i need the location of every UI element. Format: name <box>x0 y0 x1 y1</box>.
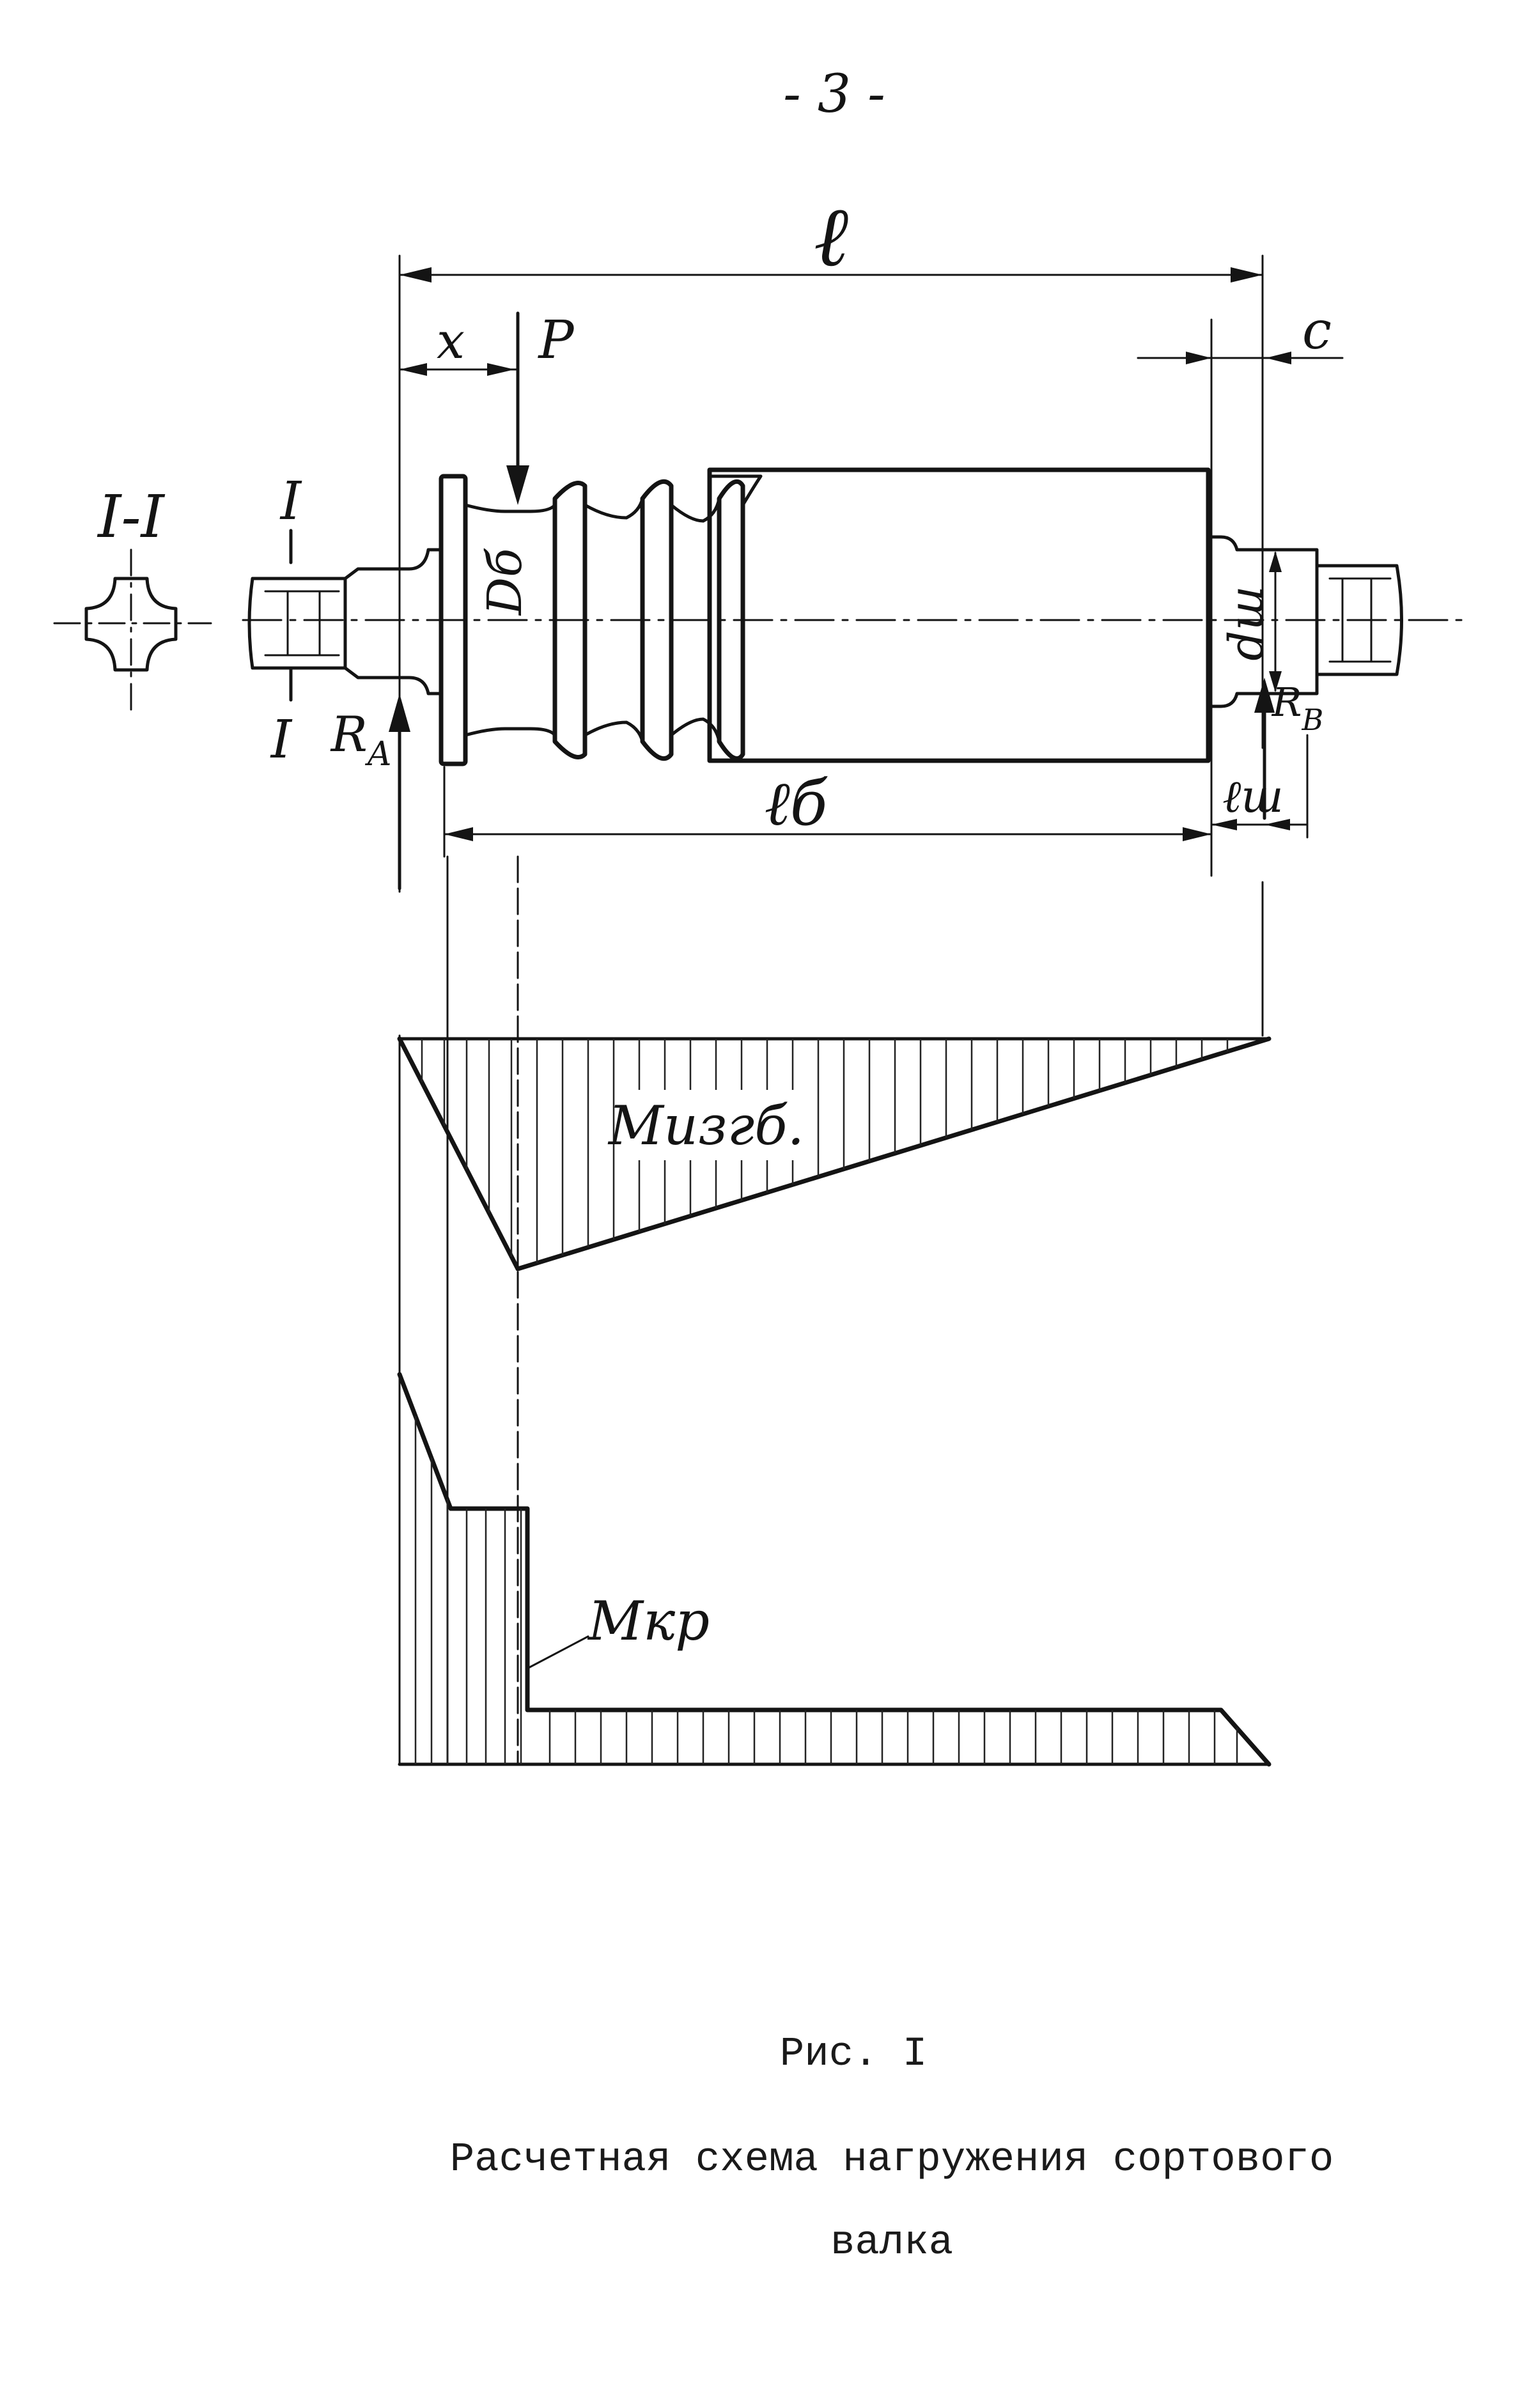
reaction-a-main: R <box>330 706 368 763</box>
roll-body <box>242 467 1465 766</box>
bending-moment-diagram: Mизгб. <box>397 1036 1272 1271</box>
figure-caption: Рис. I Расчетная схема нагружения сортов… <box>450 2031 1334 2266</box>
caption-line-1: Расчетная схема нагружения сортового <box>450 2137 1334 2183</box>
label-x: x <box>437 313 465 370</box>
section-mark-bottom: I <box>270 710 293 770</box>
label-bending-moment: Mизгб. <box>607 1094 804 1157</box>
force-p-arrow: P <box>506 310 575 505</box>
label-reaction-b: RB <box>1272 679 1324 737</box>
label-length-total: ℓ <box>814 188 848 285</box>
label-neck-diameter: dш <box>1219 586 1274 660</box>
section-mark-top: I <box>279 471 302 532</box>
torque-hatching <box>414 1416 1238 1764</box>
reaction-a-sub: A <box>365 735 392 773</box>
reaction-b-arrow: RB <box>1254 678 1324 820</box>
dimension-neck-length: ℓш <box>1210 734 1309 839</box>
dimension-x: x <box>398 313 519 376</box>
reaction-a-arrow: RA <box>330 694 410 890</box>
label-barrel-diameter: Dб <box>478 548 533 616</box>
label-torque: Mкр <box>587 1590 710 1652</box>
label-force: P <box>537 310 575 371</box>
label-section: I-I <box>97 483 165 551</box>
caption-line-2: валка <box>830 2220 953 2266</box>
reaction-b-main: R <box>1272 679 1302 726</box>
label-barrel-length: ℓб <box>765 768 828 839</box>
label-c: c <box>1302 300 1332 361</box>
dimension-total-length: ℓ <box>398 188 1264 893</box>
label-neck-length: ℓш <box>1222 770 1283 823</box>
bending-moment-hatching <box>421 1039 1229 1263</box>
torque-diagram: Mкр <box>397 1034 1272 1767</box>
page-number: - 3 - <box>783 64 885 125</box>
cross-section-I-I: I-I <box>53 483 212 717</box>
dimension-c: c <box>1137 300 1344 877</box>
caption-figure: Рис. I <box>780 2031 927 2078</box>
reaction-b-sub: B <box>1301 703 1323 737</box>
label-reaction-a: RA <box>330 706 392 773</box>
section-marks: I I <box>270 471 302 770</box>
dimension-barrel-length: ℓб <box>443 766 1213 858</box>
